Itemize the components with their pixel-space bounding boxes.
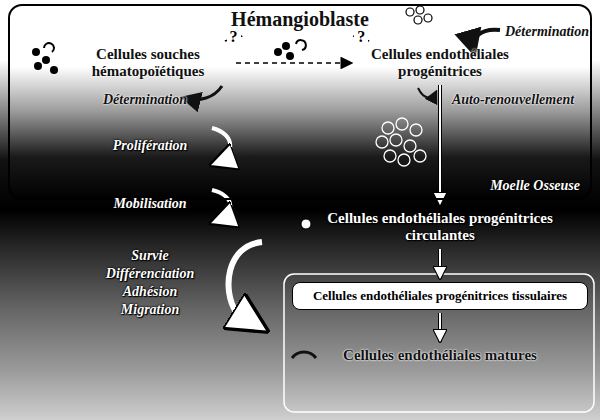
process-label: Détermination	[505, 24, 589, 40]
cell-node: Hémangioblaste	[227, 6, 373, 33]
proliferating-cells	[376, 118, 426, 166]
cell-node: Cellules endothéliales progénitrices cir…	[315, 208, 565, 246]
node-text: Cellules endothéliales progénitrices	[359, 46, 521, 80]
connector	[439, 249, 441, 279]
tissue-box: Cellules endothéliales progénitrices tis…	[292, 282, 588, 310]
process-label: Migration	[80, 302, 220, 318]
node-text: Cellules endothéliales progénitrices cir…	[319, 210, 561, 244]
stem-cells	[32, 43, 58, 74]
mature-cell	[292, 352, 316, 358]
process-label: Survie	[80, 248, 220, 264]
node-text: Cellules souches hématopoïétiques	[67, 46, 229, 80]
process-label: Mobilisation	[80, 196, 220, 212]
curved-arrow	[184, 86, 222, 100]
curved-arrow	[229, 242, 262, 328]
connector-halo	[438, 249, 442, 279]
connector	[439, 85, 441, 205]
connector	[236, 62, 352, 64]
cells-cluster	[274, 40, 306, 60]
connector	[439, 313, 441, 342]
process-label: Adhésion	[80, 284, 220, 300]
marrow-ground	[8, 4, 592, 200]
cell-node: Cellules endothéliales progénitrices	[355, 44, 525, 82]
process-label: Détermination	[80, 92, 210, 108]
curved-arrow	[212, 190, 230, 222]
curved-arrow	[418, 88, 436, 98]
tissue-outline	[284, 274, 594, 412]
progenitor-cells	[406, 6, 432, 24]
circulating-cell	[301, 219, 311, 229]
curved-arrow	[212, 128, 230, 164]
edge-label: ?	[354, 28, 368, 46]
connector-halo	[438, 313, 442, 342]
process-label: Différenciation	[80, 266, 220, 282]
cell-node: Cellules souches hématopoïétiques	[63, 44, 233, 82]
process-label: Prolifération	[80, 138, 220, 154]
node-text: Cellules endothéliales matures	[299, 347, 581, 364]
connector-halo	[438, 85, 442, 205]
process-label: Auto-renouvellement	[452, 92, 574, 108]
edge-label: ?	[227, 28, 241, 46]
region-label: Moelle Osseuse	[490, 178, 580, 194]
node-text: Hémangioblaste	[231, 8, 369, 31]
cell-node: Cellules endothéliales matures	[295, 345, 585, 366]
node-text: Cellules endothéliales progénitrices tis…	[299, 288, 581, 304]
